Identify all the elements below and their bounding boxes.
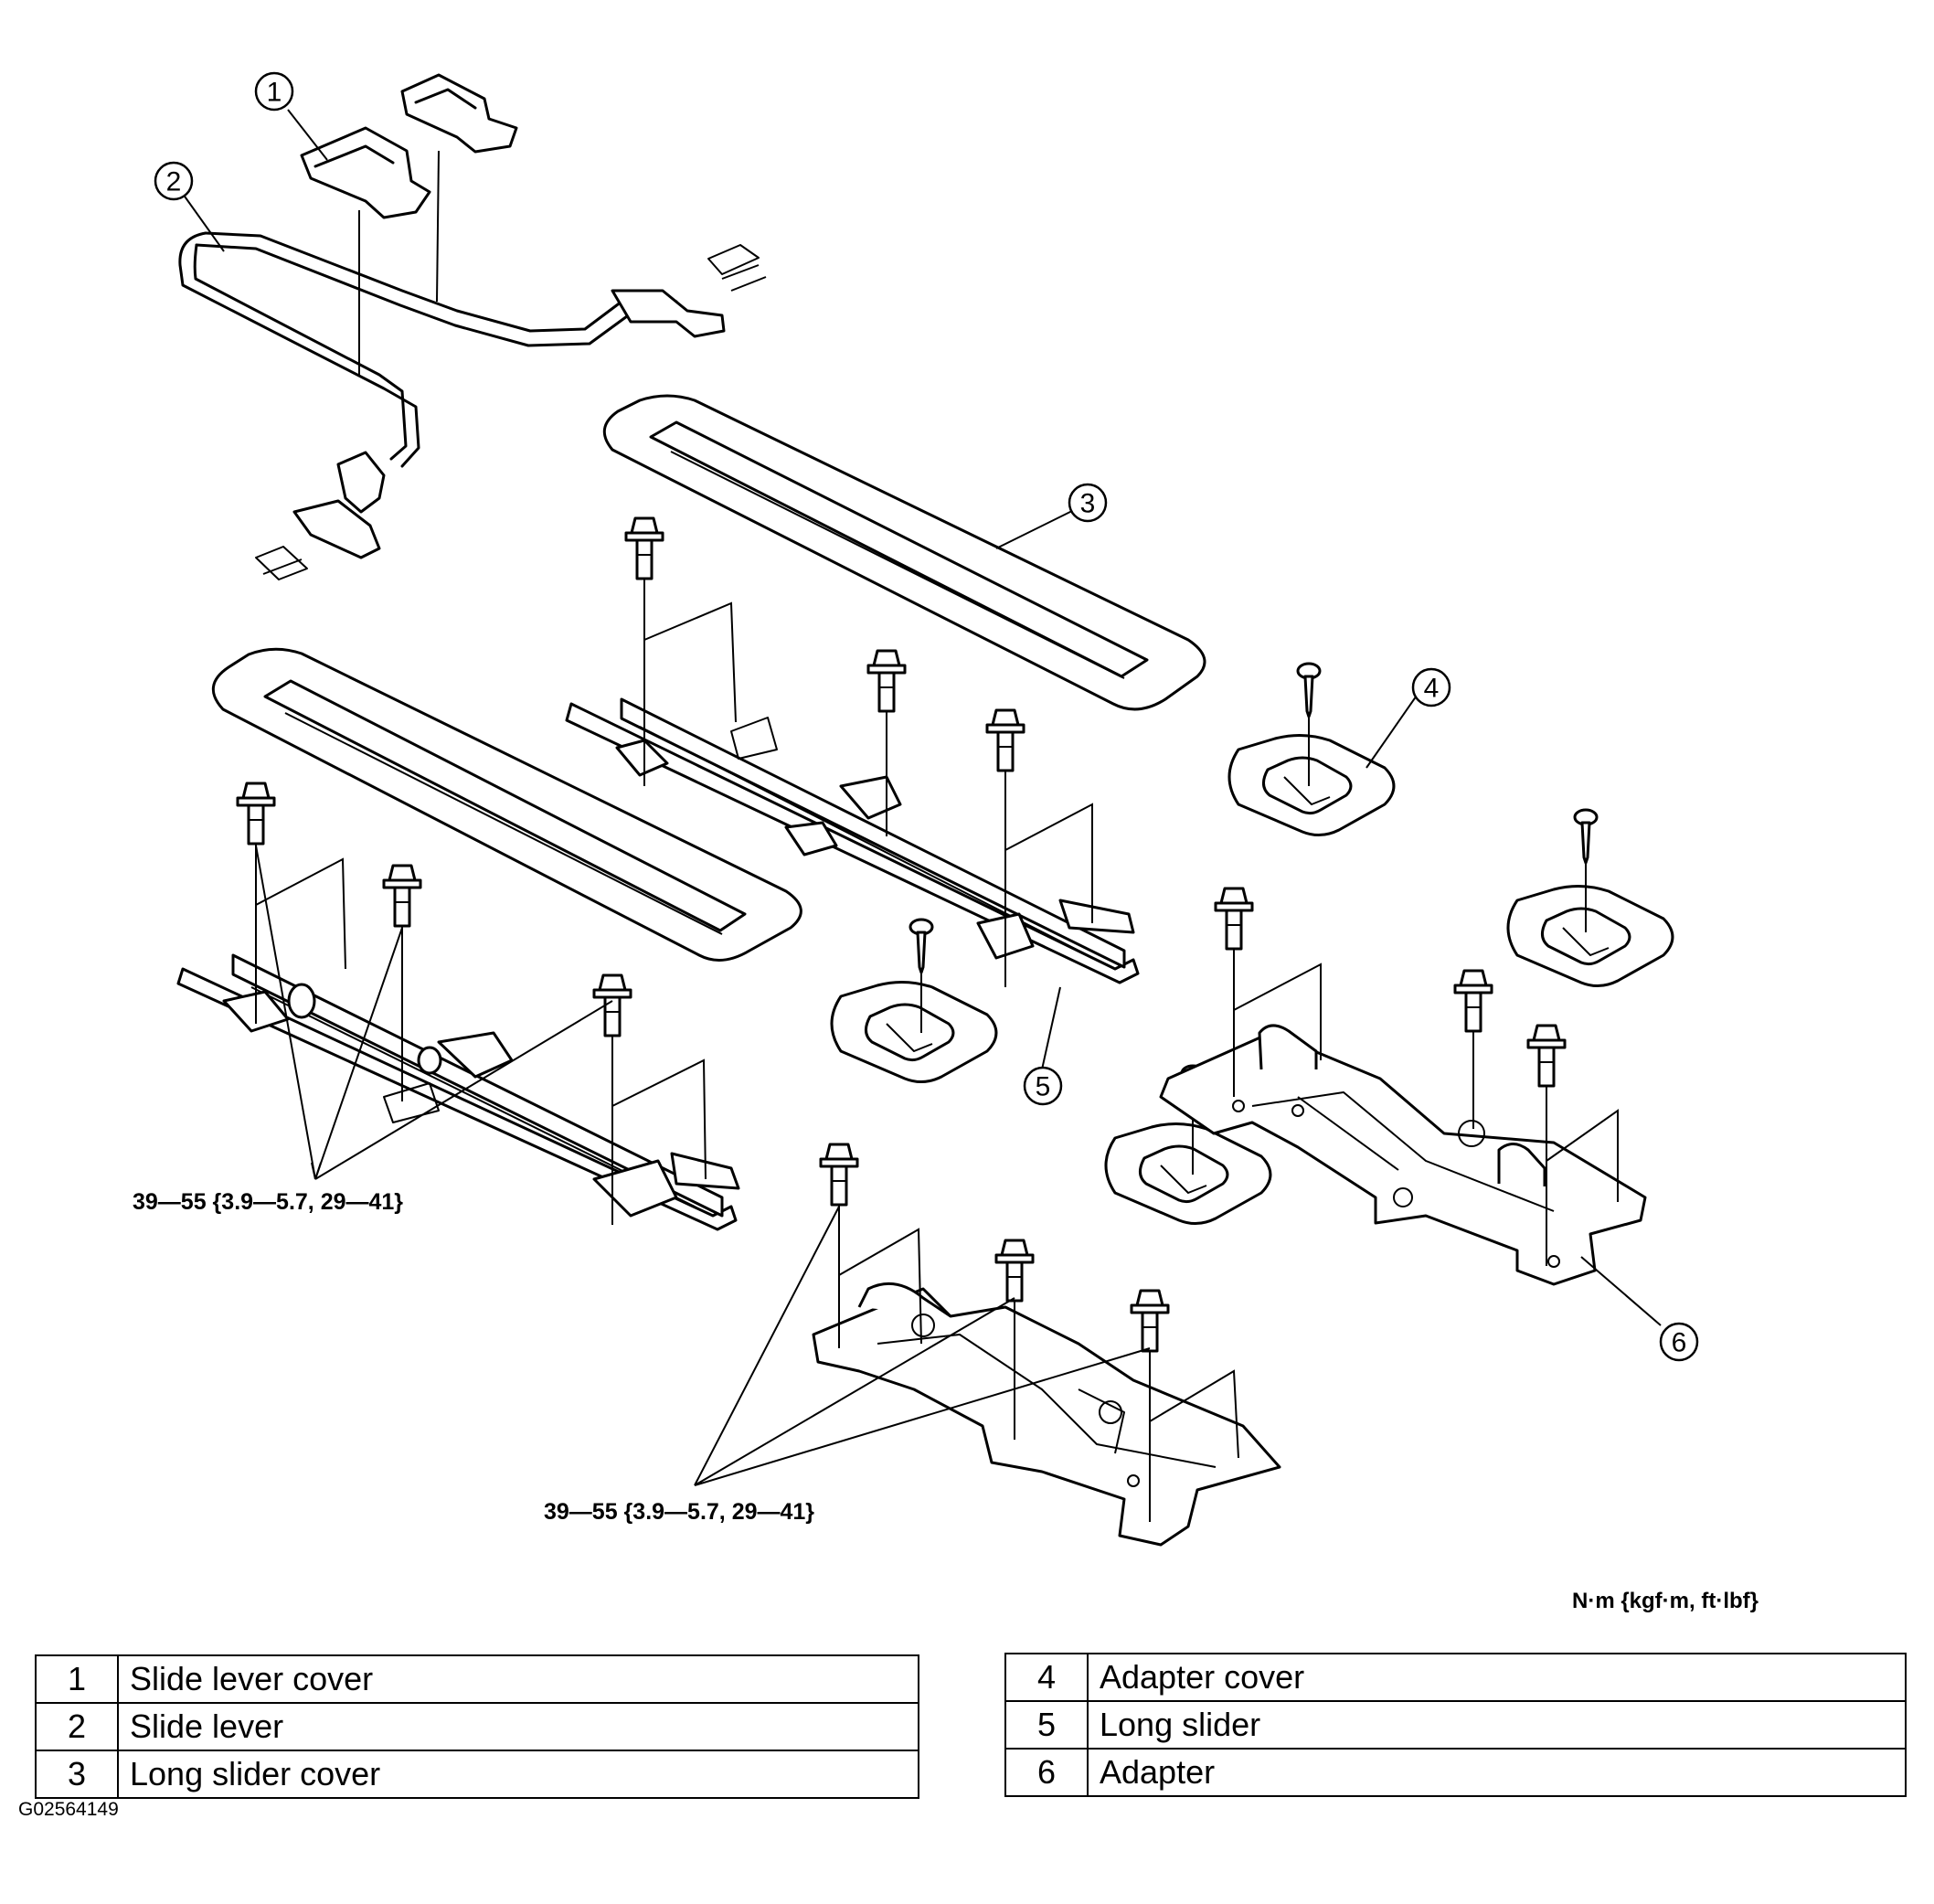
callout-6: 6 <box>1659 1322 1699 1362</box>
clip-fastener-3 <box>909 918 934 974</box>
long-slider-part-lower <box>176 953 740 1231</box>
legend-row: 2 Slide lever <box>35 1702 919 1751</box>
legend-number: 6 <box>1004 1748 1089 1797</box>
exploded-parts-diagram: 39—55 {3.9—5.7, 29—41} 39—55 {3.9—5.7, 2… <box>133 71 1699 1547</box>
bolt-right-1 <box>1214 887 1254 951</box>
svg-text:5: 5 <box>1036 1072 1051 1102</box>
clip-fastener-2 <box>1573 808 1599 865</box>
bolt-bottom-2 <box>994 1239 1035 1303</box>
svg-text:4: 4 <box>1424 674 1440 704</box>
legend-row: 3 Long slider cover <box>35 1750 919 1799</box>
long-slider-part-upper <box>565 697 1140 984</box>
slide-lever-part <box>178 231 767 580</box>
legend-part-name: Long slider cover <box>117 1750 919 1799</box>
svg-text:1: 1 <box>267 78 282 108</box>
bolt-bottom-1 <box>819 1143 859 1207</box>
long-slider-cover-lower <box>212 647 802 962</box>
legend-number: 2 <box>35 1702 119 1751</box>
clip-fastener-1 <box>1296 662 1322 718</box>
torque-spec-left: 39—55 {3.9—5.7, 29—41} <box>133 1189 403 1215</box>
svg-text:6: 6 <box>1672 1328 1687 1358</box>
parts-legend-left: 1 Slide lever cover 2 Slide lever 3 Long… <box>35 1654 919 1799</box>
parts-legend-right: 4 Adapter cover 5 Long slider 6 Adapter <box>1004 1653 1907 1797</box>
callout-5: 5 <box>1023 1066 1063 1106</box>
bolt-lower-3 <box>592 973 632 1037</box>
long-slider-cover-upper <box>602 394 1206 711</box>
bolt-upper-1 <box>624 516 664 580</box>
slide-lever-cover-part <box>300 73 518 219</box>
torque-arrows-left <box>255 845 613 1180</box>
bolt-right-3 <box>1526 1024 1567 1088</box>
adapter-cover-part-2 <box>1506 884 1674 988</box>
legend-row: 5 Long slider <box>1004 1700 1907 1750</box>
adapter-cover-part-1 <box>1227 733 1396 837</box>
legend-number: 1 <box>35 1654 119 1704</box>
bolt-bottom-3 <box>1130 1289 1170 1353</box>
svg-text:2: 2 <box>166 167 182 197</box>
legend-number: 4 <box>1004 1653 1089 1702</box>
legend-number: 5 <box>1004 1700 1089 1750</box>
adapter-cover-part-3 <box>830 980 998 1084</box>
bolt-lower-2 <box>382 864 422 928</box>
legend-part-name: Long slider <box>1087 1700 1907 1750</box>
bolt-leader-lines <box>255 579 1619 1522</box>
torque-spec-bottom: 39—55 {3.9—5.7, 29—41} <box>544 1499 814 1525</box>
bolt-upper-2 <box>866 649 907 713</box>
legend-part-name: Adapter <box>1087 1748 1907 1797</box>
adapter-part-bottom <box>812 1282 1281 1547</box>
unit-note: N·m {kgf·m, ft·lbf} <box>1572 1589 1759 1613</box>
torque-arrows-bottom <box>694 1206 1151 1486</box>
bolt-upper-3 <box>985 708 1025 772</box>
legend-number: 3 <box>35 1750 119 1799</box>
callout-3: 3 <box>1068 483 1108 523</box>
callout-1: 1 <box>254 71 294 112</box>
legend-row: 6 Adapter <box>1004 1748 1907 1797</box>
svg-text:3: 3 <box>1080 489 1096 519</box>
legend-part-name: Slide lever <box>117 1702 919 1751</box>
bolt-lower-1 <box>236 782 276 846</box>
legend-row: 4 Adapter cover <box>1004 1653 1907 1702</box>
legend-part-name: Adapter cover <box>1087 1653 1907 1702</box>
bolt-right-2 <box>1453 969 1493 1033</box>
figure-id: G02564149 <box>18 1799 119 1820</box>
callout-2: 2 <box>154 161 194 201</box>
adapter-cover-part-4 <box>1104 1122 1272 1226</box>
legend-row: 1 Slide lever cover <box>35 1654 919 1704</box>
legend-part-name: Slide lever cover <box>117 1654 919 1704</box>
callout-4: 4 <box>1411 667 1451 707</box>
adapter-part-right <box>1159 1024 1647 1286</box>
